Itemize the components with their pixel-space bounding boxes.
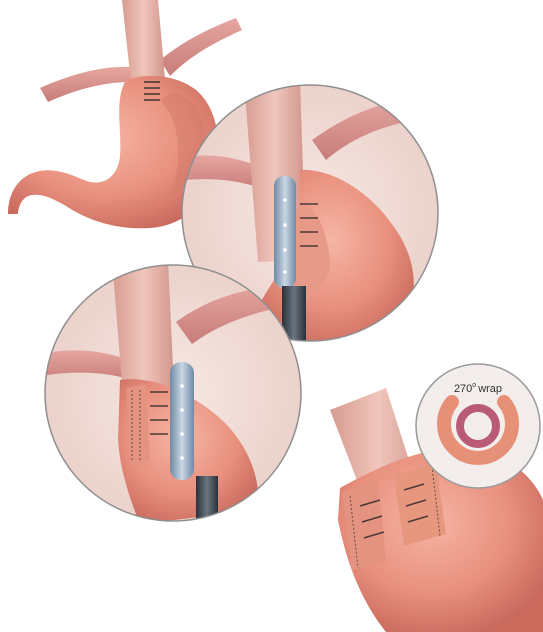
bougie-dilator <box>170 362 194 480</box>
esophagus-ring <box>460 408 496 444</box>
bougie-tube <box>196 476 218 546</box>
magnified-circle-2 <box>40 260 302 546</box>
left-wrap-flap <box>126 384 150 466</box>
diaphragm-band-right <box>160 18 242 76</box>
